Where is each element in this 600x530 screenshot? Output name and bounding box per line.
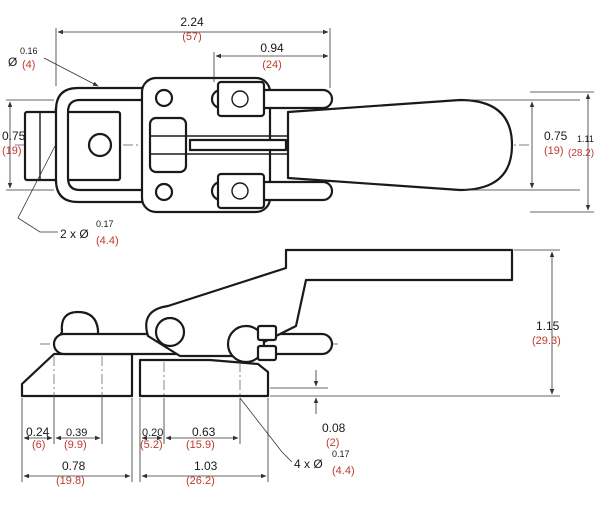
- base-hole-upper: [154, 88, 174, 108]
- callout-holes-in: 0.17: [96, 219, 114, 229]
- dim-overall-width-mm: (28.2): [568, 148, 594, 159]
- keeper-hole: [87, 132, 113, 158]
- pin-hole-upper: [231, 90, 249, 108]
- dim-handle-mm: (24): [262, 59, 282, 71]
- dim-keeper-spacing-in: 0.39: [66, 427, 87, 439]
- side-view: 1.15 (29.3) 0.08 (2) 0.24 (6) 0.39 (9.9)…: [20, 248, 561, 487]
- leader-wire: [43, 57, 99, 87]
- nut-upper: [256, 324, 278, 342]
- dim-hook-in: 0.75: [2, 129, 26, 143]
- handle-pivot: [154, 316, 186, 348]
- dim-base-spacing-mm: (15.9): [186, 439, 215, 451]
- callout-holes-mm: (4.4): [96, 235, 119, 247]
- linkage-pin: [188, 138, 288, 152]
- pin-head-lower: [216, 172, 266, 210]
- pin-head-upper: [216, 80, 266, 118]
- dim-base-in: 0.08: [322, 421, 346, 435]
- callout-holes-prefix: 2 x Ø: [60, 227, 89, 241]
- base-hole-lower: [154, 182, 174, 202]
- dim-handle-in: 0.94: [260, 41, 284, 55]
- dim-keeper-length-mm: (19.8): [56, 475, 85, 487]
- linkage-arm: [148, 116, 188, 174]
- dim-base-offset-mm: (5.2): [140, 439, 163, 451]
- dim-base-length-in: 1.03: [194, 459, 218, 473]
- dim-overall-in: 2.24: [180, 15, 204, 29]
- dim-height-mm: (29.3): [532, 335, 561, 347]
- dim-handle-width-in: 0.75: [544, 129, 568, 143]
- handle: [286, 98, 514, 192]
- callout-base-holes-mm: (4.4): [332, 465, 355, 477]
- dim-base-length-mm: (26.2): [186, 475, 215, 487]
- dim-keeper-spacing-mm: (9.9): [64, 439, 87, 451]
- nut-lower: [256, 344, 278, 362]
- dim-hook-mm: (19): [2, 145, 22, 157]
- base-side: [138, 358, 270, 398]
- callout-base-holes-prefix: 4 x Ø: [294, 457, 323, 471]
- dim-keeper-length-in: 0.78: [62, 459, 86, 473]
- dim-handle-width-mm: (19): [544, 145, 564, 157]
- keeper-block: [23, 110, 122, 182]
- callout-wire-in: 0.16: [20, 46, 38, 56]
- leader-mount-holes: [17, 145, 58, 233]
- dim-base-mm: (2): [326, 437, 339, 449]
- dim-height-in: 1.15: [536, 319, 560, 333]
- dim-base-spacing-in: 0.63: [192, 425, 216, 439]
- callout-wire-prefix: Ø: [8, 55, 17, 69]
- top-view: 2.24 (57) 0.94 (24) 0.75 (19) 0.75 (19) …: [2, 15, 594, 247]
- dim-keeper-offset-in: 0.24: [26, 425, 50, 439]
- dim-overall-width-in: 1.11: [577, 134, 594, 144]
- callout-base-holes-in: 0.17: [332, 449, 350, 459]
- keeper-side: [20, 352, 134, 398]
- link-pivot: [226, 324, 266, 364]
- leader-base-holes: [239, 397, 293, 463]
- callout-wire-mm: (4): [22, 59, 35, 71]
- dim-keeper-offset-mm: (6): [32, 439, 45, 451]
- pin-hole-lower: [231, 182, 249, 200]
- dim-overall-mm: (57): [182, 31, 202, 43]
- dim-base-offset-in: 0.20: [142, 427, 163, 439]
